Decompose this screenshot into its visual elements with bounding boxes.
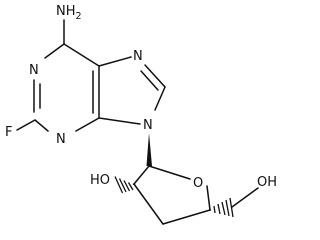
bond-n7-c8-double: [140, 70, 159, 91]
bond-n9-c4: [98, 117, 141, 125]
pyrimidine-ring-bonds: [16, 19, 100, 132]
hydroxyl-2-label: HO: [90, 173, 110, 188]
bond-n7-c8: [144, 64, 166, 88]
bond-ch2-oh: [231, 187, 259, 208]
chemical-structure: NH2 N N N N F O HO OH: [5, 4, 277, 225]
amine-label: NH2: [56, 4, 82, 22]
ring-oxygen-label: O: [193, 176, 203, 191]
bond-c1-o4: [148, 165, 191, 180]
bond-c2-f: [16, 119, 36, 131]
imidazole-ring-bonds: [98, 56, 166, 125]
amine-h: H: [66, 4, 76, 19]
n1-label: N: [29, 63, 39, 78]
bond-c8-n9: [154, 86, 166, 111]
n3-label: N: [56, 132, 66, 147]
hashed-wedge-c4-ch2: [209, 197, 234, 218]
sugar-ring-bonds: [133, 133, 211, 225]
bond-c4-c3: [162, 209, 211, 225]
n9-label: N: [143, 118, 153, 133]
amine-n: N: [56, 4, 66, 19]
bond-c2-n3: [34, 119, 49, 132]
bond-c5-n7: [98, 56, 132, 67]
wedge-n9-c1: [146, 133, 152, 166]
bond-o4-c4: [206, 185, 211, 211]
bond-n3-c4: [75, 117, 100, 132]
bond-c2-c1: [133, 165, 150, 185]
fluorine-label: F: [5, 125, 12, 140]
bond-c5-c6: [63, 43, 100, 67]
amine-subscript: 2: [76, 11, 82, 22]
hydroxyl-5-label: OH: [257, 175, 277, 190]
hashed-wedge-c2-oh: [114, 176, 136, 194]
n7-label: N: [133, 49, 143, 64]
bond-c6-n1: [44, 43, 65, 59]
bond-c3-c2: [133, 183, 164, 225]
